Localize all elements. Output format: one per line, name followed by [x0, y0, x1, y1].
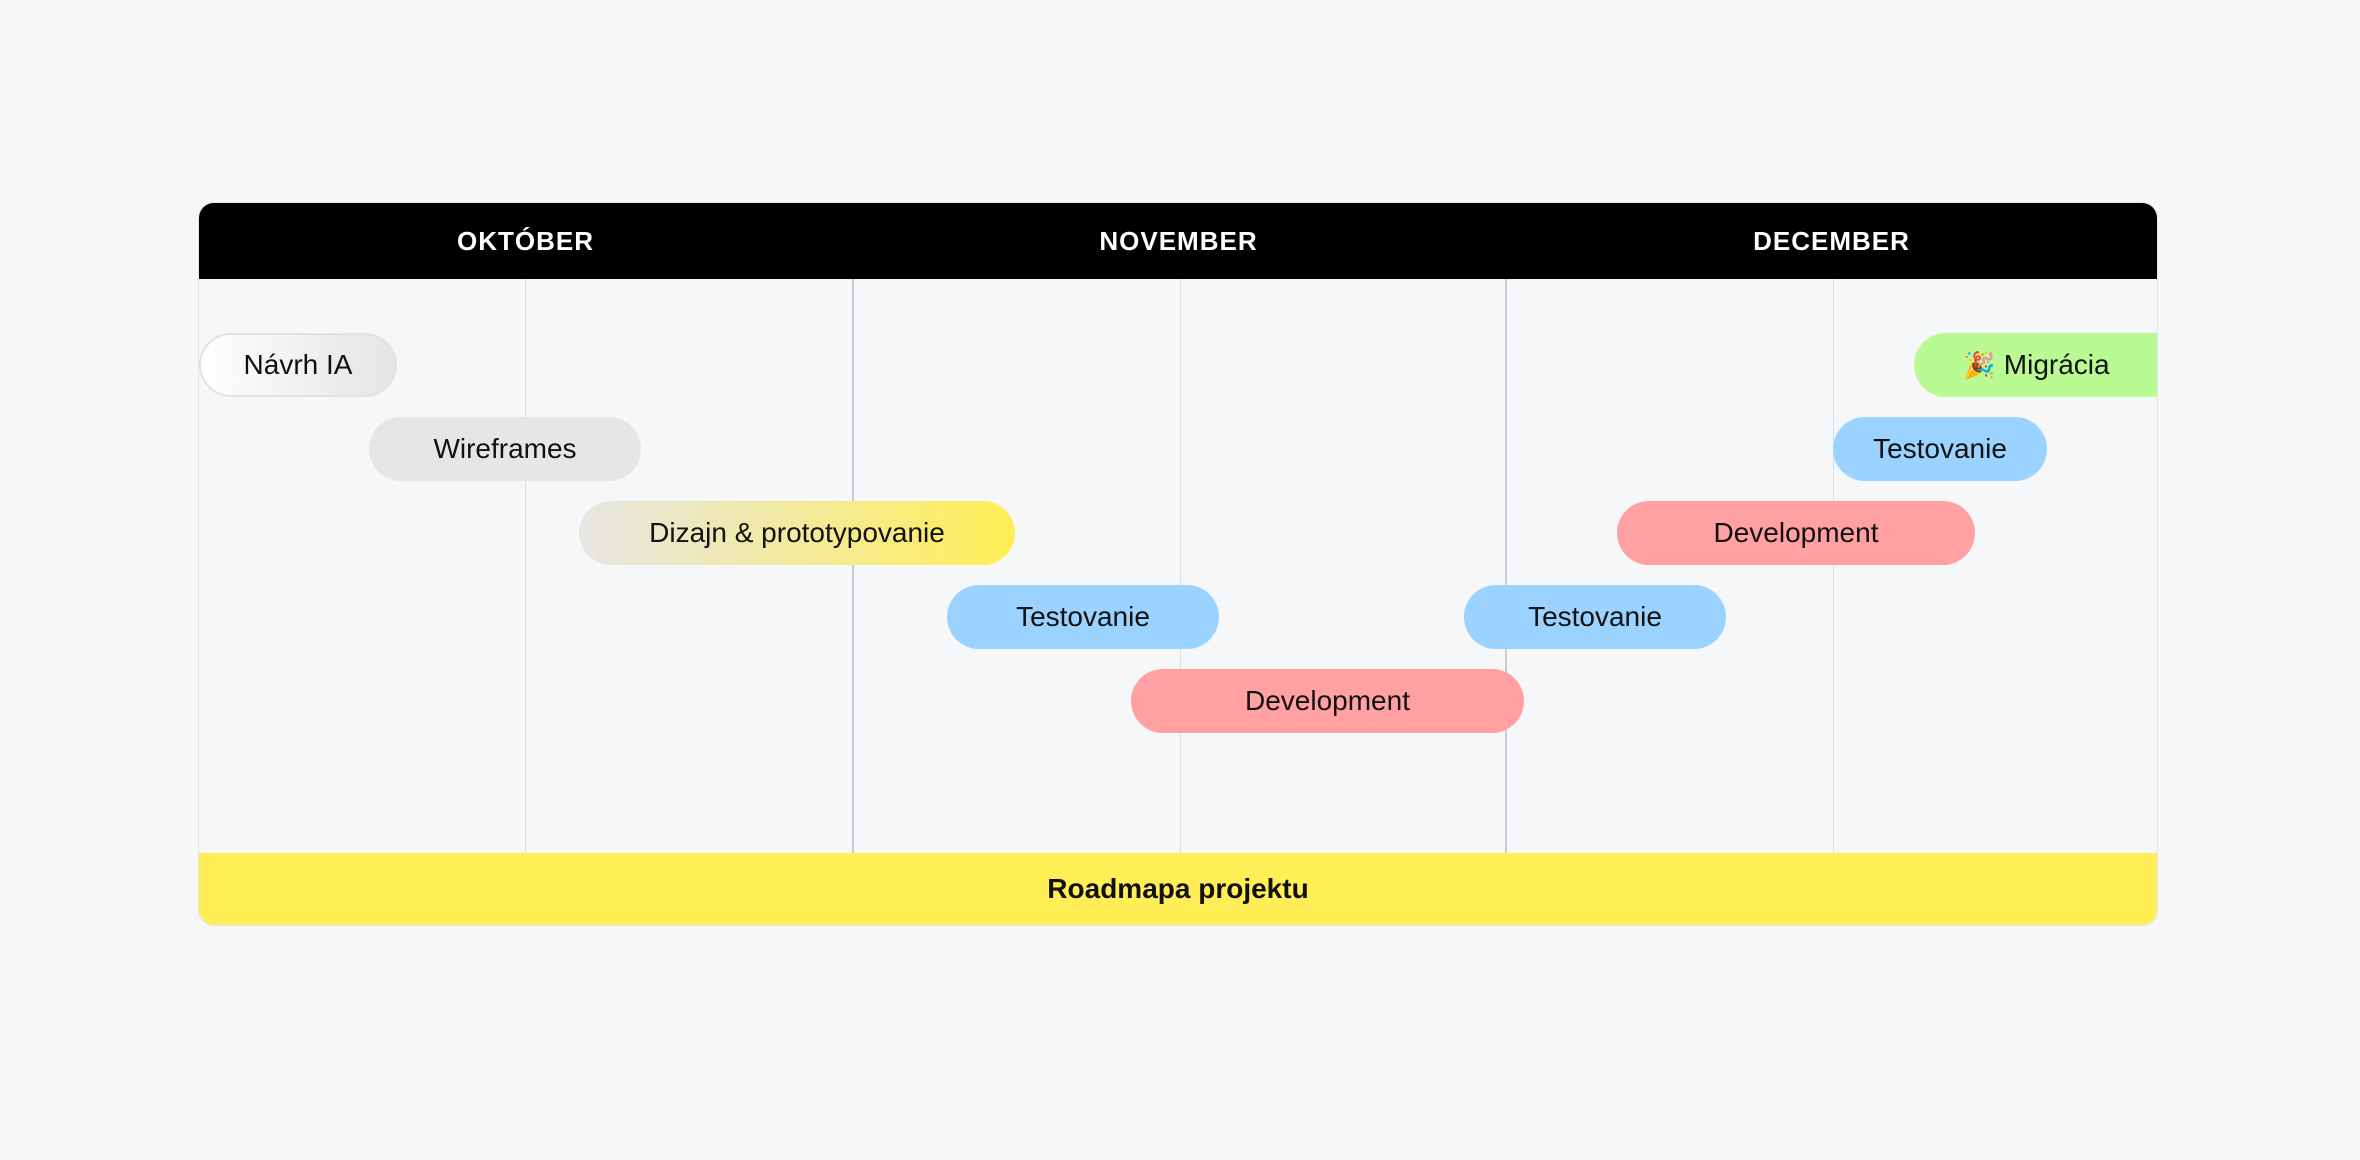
grid-line — [525, 279, 526, 855]
grid-line — [1180, 279, 1181, 855]
timeline-grid: Návrh IA Wireframes Dizajn & prototypova… — [199, 279, 2157, 855]
grid-line — [1833, 279, 1834, 855]
party-popper-icon: 🎉 — [1963, 349, 1996, 380]
roadmap-footer: Roadmapa projektu — [199, 853, 2157, 925]
task-label: Migrácia — [2003, 349, 2110, 380]
task-label: Testovanie — [1873, 433, 2007, 464]
task-label: Návrh IA — [243, 349, 353, 380]
month-divider — [1505, 279, 1507, 855]
task-navrh-ia[interactable]: Návrh IA — [199, 333, 397, 397]
task-development[interactable]: Development — [1617, 501, 1975, 565]
task-wireframes[interactable]: Wireframes — [369, 417, 641, 481]
task-label: Testovanie — [1016, 601, 1150, 632]
task-migracia[interactable]: 🎉 Migrácia — [1914, 333, 2157, 397]
task-label: Testovanie — [1528, 601, 1662, 632]
roadmap-timeline: OKTÓBER NOVEMBER DECEMBER Návrh IA Wiref… — [198, 202, 2158, 926]
task-label: Development — [1245, 685, 1410, 716]
month-october: OKTÓBER — [457, 225, 594, 256]
task-testovanie[interactable]: Testovanie — [1464, 585, 1726, 649]
month-divider — [852, 279, 854, 855]
month-november: NOVEMBER — [1099, 225, 1258, 256]
task-dizajn-prototypovanie[interactable]: Dizajn & prototypovanie — [579, 501, 1015, 565]
task-label: Dizajn & prototypovanie — [649, 517, 945, 548]
task-testovanie[interactable]: Testovanie — [947, 585, 1219, 649]
task-testovanie[interactable]: Testovanie — [1833, 417, 2047, 481]
task-label: Development — [1713, 517, 1879, 548]
month-december: DECEMBER — [1753, 225, 1910, 256]
months-header: OKTÓBER NOVEMBER DECEMBER — [199, 203, 2157, 279]
task-development[interactable]: Development — [1131, 669, 1524, 733]
task-label: Wireframes — [433, 433, 577, 464]
roadmap-title: Roadmapa projektu — [1047, 873, 1309, 904]
